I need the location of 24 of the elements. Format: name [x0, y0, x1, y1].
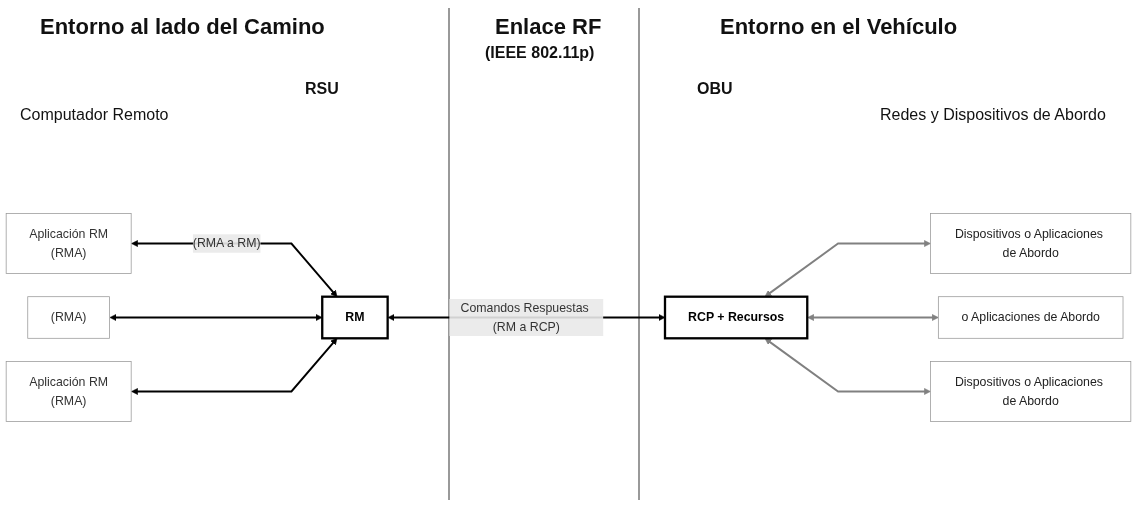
unit-label: RSU — [305, 80, 339, 98]
node-box — [663, 295, 809, 340]
arrow — [807, 314, 939, 321]
node-box — [937, 296, 1124, 339]
node-box — [5, 213, 132, 274]
node-box — [321, 295, 389, 340]
column-heading: Entorno en el Vehículo — [720, 14, 958, 40]
node-box — [5, 361, 132, 422]
edge-label: (RMA a RM) — [192, 236, 261, 250]
arrow — [764, 338, 931, 395]
flow-diagram: (RMA a RM) Comandos Respuestas (RM a RCP) Aplicación RM (RMA) (RMA) Aplicación RM (RMA) RM RCP + Recursos Dispositivos o Aplicaciones de Abordo o Aplicaciones de Abordo Dispositivos o Aplicaciones de Abordo — [0, 130, 1137, 505]
edge-label: Comandos Respuestas (RM a RCP) — [460, 301, 589, 333]
node-box — [27, 296, 110, 339]
group-label: Redes y Dispositivos de Abordo — [880, 106, 1106, 124]
node-box — [930, 361, 1132, 422]
protocol-label: (IEEE 802.11p) — [485, 44, 595, 62]
column-heading: Enlace RF — [495, 14, 602, 40]
arrow — [109, 314, 323, 321]
unit-label: OBU — [697, 80, 733, 98]
group-label: Computador Remoto — [20, 106, 169, 124]
arrow — [131, 338, 338, 395]
node-box — [930, 213, 1132, 274]
column-heading: Entorno al lado del Camino — [40, 14, 325, 40]
arrow — [764, 240, 931, 297]
